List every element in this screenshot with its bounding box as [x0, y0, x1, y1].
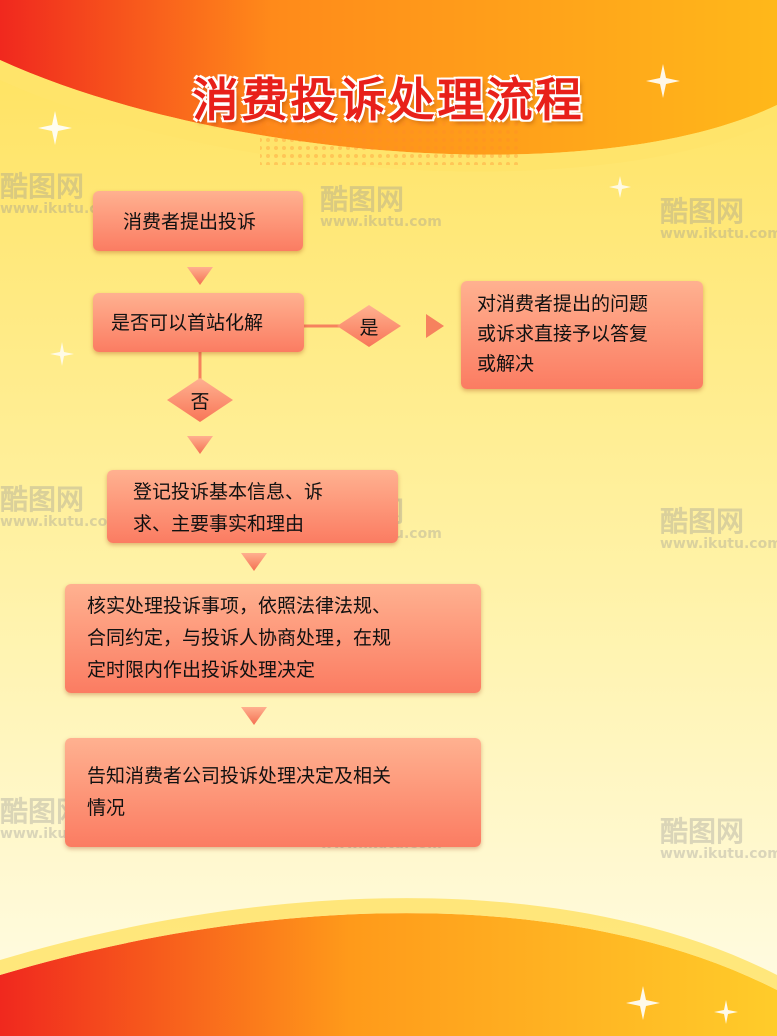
- decision-first-stop-box: 是否可以首站化解: [93, 293, 304, 352]
- step-register-box: 登记投诉基本信息、诉 求、主要事实和理由: [107, 470, 398, 543]
- decision-first-stop-label: 是否可以首站化解: [111, 312, 264, 334]
- step-register-line: 登记投诉基本信息、诉: [133, 481, 324, 503]
- step-inform-line: 告知消费者公司投诉处理决定及相关: [87, 765, 392, 787]
- arrow-right: [426, 314, 444, 338]
- step-inform-line: 情况: [87, 797, 126, 819]
- no-diamond: 否: [167, 378, 233, 422]
- step-submit-label: 消费者提出投诉: [123, 211, 257, 233]
- step-inform-box: 告知消费者公司投诉处理决定及相关 情况: [65, 738, 481, 847]
- step-verify-line: 核实处理投诉事项，依照法律法规、: [87, 595, 392, 617]
- yes-diamond: 是: [337, 305, 401, 347]
- page-title: 消费投诉处理流程: [192, 73, 585, 127]
- dot-pattern: [260, 95, 520, 165]
- bottom-band: [0, 913, 777, 1036]
- step-submit-box: 消费者提出投诉: [93, 191, 303, 251]
- top-band: [0, 0, 777, 155]
- sparkles: [38, 64, 738, 1024]
- step-verify-line: 合同约定，与投诉人协商处理，在规: [87, 627, 392, 649]
- yes-result-line: 或解决: [477, 353, 535, 375]
- yes-result-line: 对消费者提出的问题: [477, 293, 649, 315]
- step-register-line: 求、主要事实和理由: [133, 513, 305, 535]
- yes-label: 是: [359, 316, 379, 339]
- yes-result-box: 对消费者提出的问题 或诉求直接予以答复 或解决: [461, 281, 703, 389]
- step-verify-line: 定时限内作出投诉处理决定: [87, 659, 316, 681]
- step-verify-box: 核实处理投诉事项，依照法律法规、 合同约定，与投诉人协商处理，在规 定时限内作出…: [65, 584, 481, 693]
- yes-result-line: 或诉求直接予以答复: [477, 323, 649, 345]
- no-label: 否: [190, 390, 210, 413]
